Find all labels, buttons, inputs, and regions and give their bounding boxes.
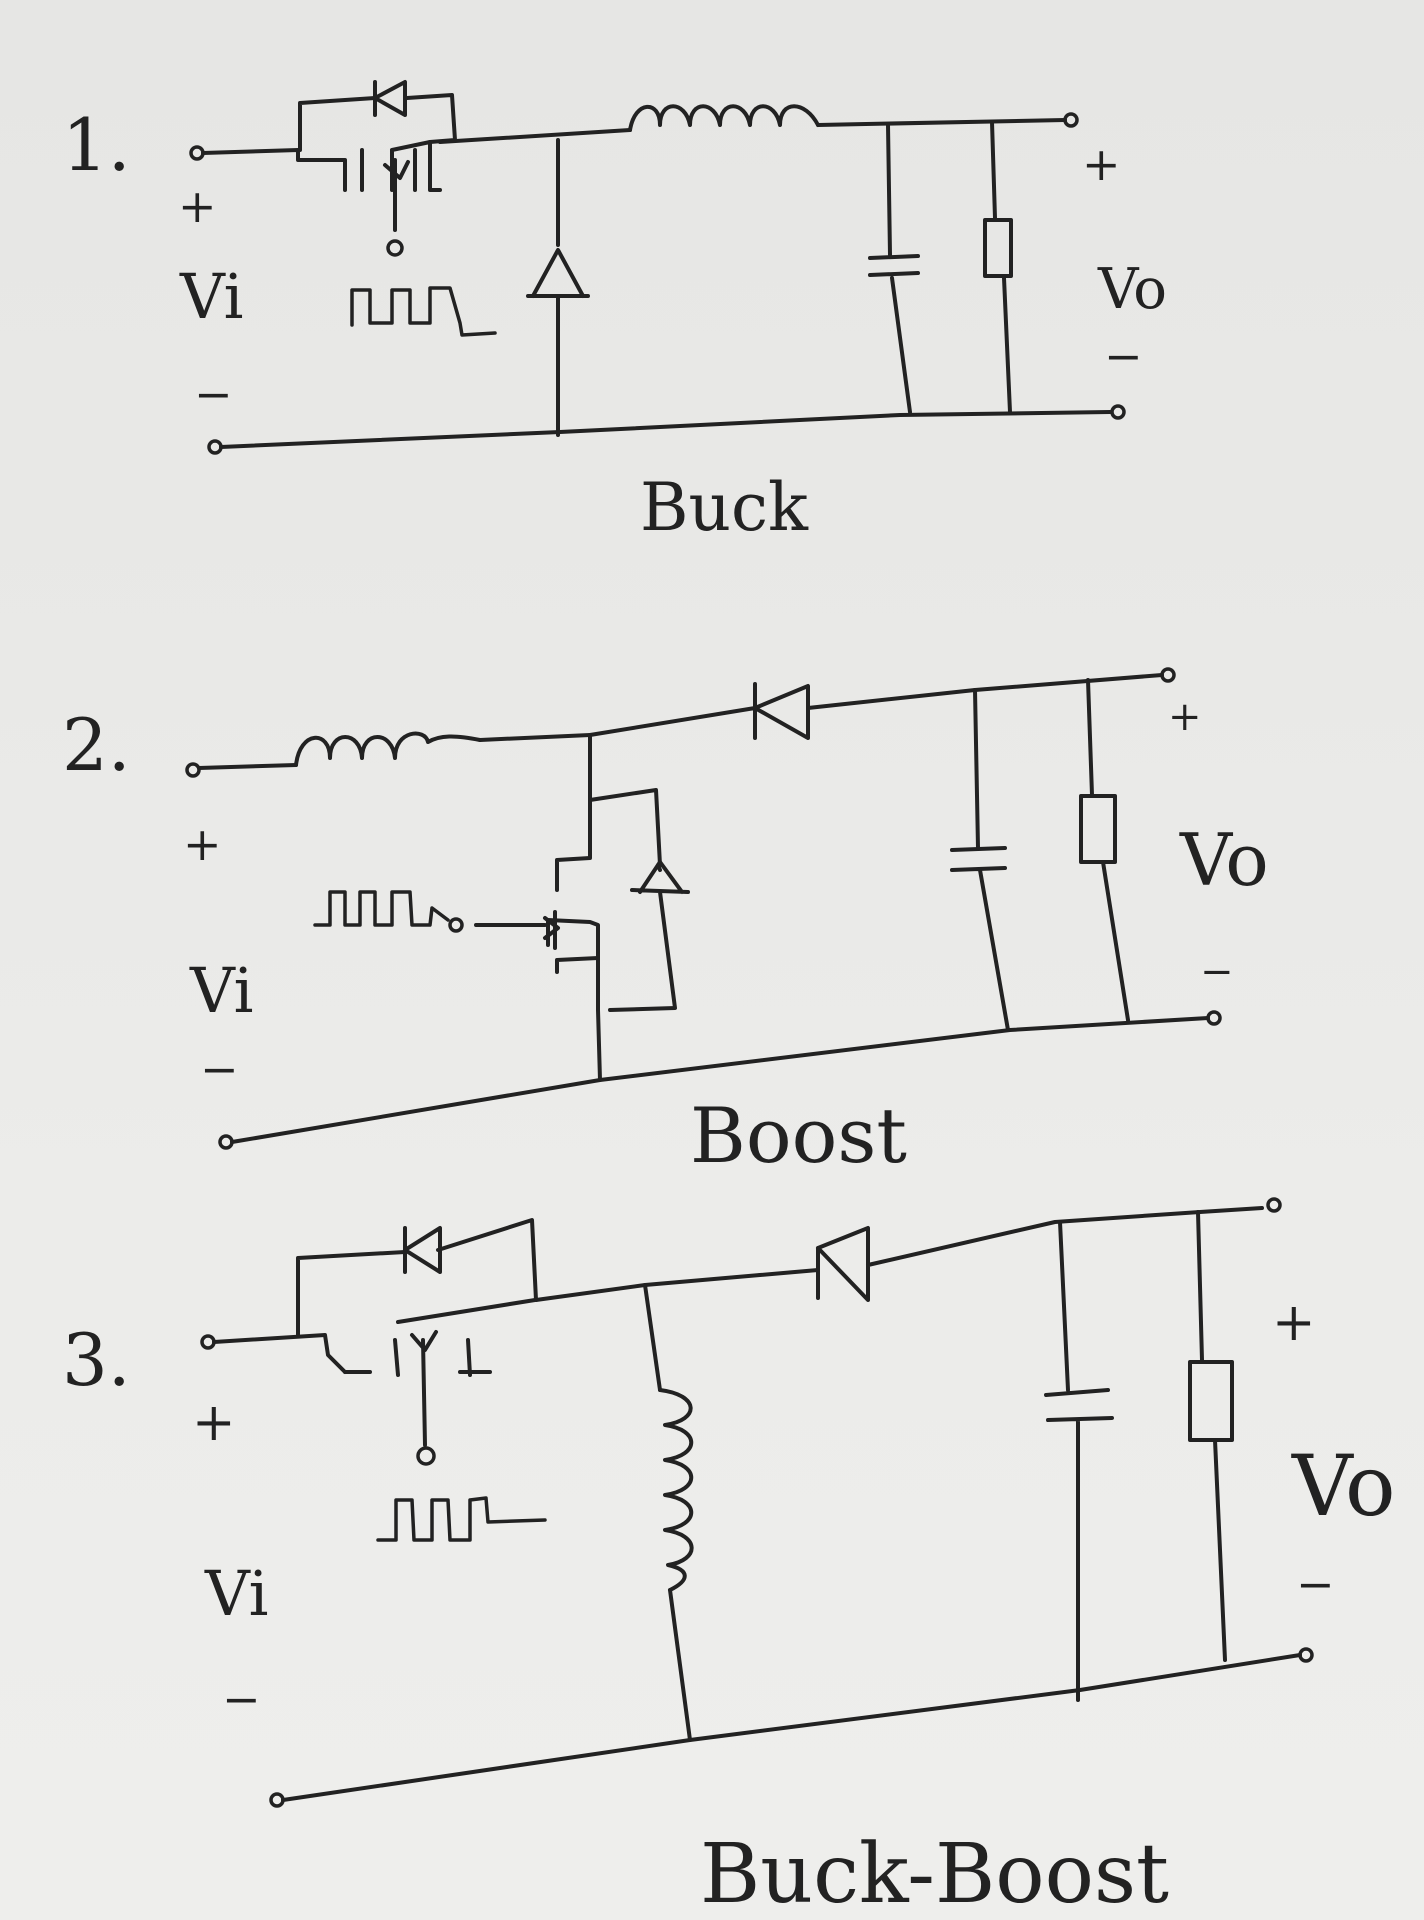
wire xyxy=(478,733,592,742)
input-plus-label: + xyxy=(183,817,222,871)
input-plus-label: + xyxy=(178,179,217,233)
output-capacitor-icon xyxy=(868,123,920,414)
wire xyxy=(973,673,1164,692)
output-capacitor-icon xyxy=(950,688,1010,1032)
circuit-number: 1. xyxy=(62,103,131,187)
output-terminal-negative xyxy=(1298,1647,1314,1663)
wire xyxy=(281,1653,1302,1802)
series-diode-icon xyxy=(816,1206,1264,1302)
circuit-number: 2. xyxy=(62,703,131,787)
mosfet-switch-icon xyxy=(360,140,442,192)
output-terminal-positive xyxy=(1266,1197,1282,1213)
output-capacitor-icon xyxy=(1044,1220,1114,1702)
mosfet-switch-icon xyxy=(343,1298,537,1377)
pwm-signal-icon xyxy=(376,1496,547,1542)
wire xyxy=(219,410,1112,449)
output-minus-label: − xyxy=(1104,329,1143,383)
mosfet-channel-icon xyxy=(546,918,600,960)
wire xyxy=(643,1283,662,1392)
input-minus-label: − xyxy=(222,1672,261,1726)
input-terminal-positive xyxy=(185,762,201,778)
buck-circuit: 1. + Vi − + Vo − Buck xyxy=(62,80,1167,546)
input-minus-label: − xyxy=(200,1042,239,1096)
wire xyxy=(197,763,298,770)
gate-terminal xyxy=(386,239,404,257)
input-plus-label: + xyxy=(192,1393,236,1453)
input-voltage-label: Vi xyxy=(204,1557,269,1630)
circuit-number: 3. xyxy=(62,1318,131,1402)
load-resistor-icon xyxy=(1079,794,1117,864)
circuit-title: Boost xyxy=(690,1091,907,1180)
output-voltage-label: Vo xyxy=(1097,257,1167,322)
wire xyxy=(668,1588,692,1742)
wire xyxy=(990,120,1012,414)
wire xyxy=(1086,678,1130,1022)
mosfet-gate-arrow-icon xyxy=(410,1330,438,1447)
output-terminal-negative xyxy=(1110,404,1126,420)
freewheel-diode-icon xyxy=(526,138,590,437)
load-resistor-icon xyxy=(1188,1360,1234,1442)
inductor-icon xyxy=(628,104,820,132)
output-voltage-label: Vo xyxy=(1291,1437,1396,1535)
series-diode-icon xyxy=(588,682,977,740)
mosfet-switch-icon xyxy=(553,798,602,1082)
wire xyxy=(230,1016,1210,1144)
output-voltage-label: Vo xyxy=(1179,818,1269,902)
inductor-icon xyxy=(294,731,482,767)
input-voltage-label: Vi xyxy=(189,954,254,1027)
pwm-signal-icon xyxy=(313,890,450,927)
gate-terminal xyxy=(448,917,464,933)
body-diode-icon xyxy=(608,860,690,1012)
circuit-title: Buck xyxy=(640,469,809,546)
gate-terminal xyxy=(416,1446,436,1466)
wire xyxy=(816,118,1067,127)
circuit-title: Buck-Boost xyxy=(700,1827,1169,1920)
output-terminal-positive xyxy=(1063,112,1079,128)
wire xyxy=(212,1218,538,1374)
load-resistor-icon xyxy=(983,218,1013,278)
wire xyxy=(1196,1210,1227,1662)
mosfet-gate-arrow-icon xyxy=(474,916,560,940)
body-diode-icon xyxy=(373,80,407,117)
output-terminal-negative xyxy=(1206,1010,1222,1026)
pwm-signal-icon xyxy=(350,286,497,337)
inductor-icon xyxy=(658,1388,694,1592)
output-plus-label: + xyxy=(1272,1293,1316,1353)
wire xyxy=(758,1268,820,1277)
wire xyxy=(588,735,662,867)
mosfet-gate-arrow-icon xyxy=(383,158,410,232)
body-diode-icon xyxy=(403,1226,442,1274)
wire xyxy=(201,148,347,192)
input-minus-label: − xyxy=(194,367,233,421)
boost-circuit: 2. + Vi − + Vo − Boost xyxy=(62,667,1269,1180)
wire xyxy=(438,128,632,144)
output-minus-label: − xyxy=(1296,1557,1335,1611)
input-voltage-label: Vi xyxy=(179,260,244,333)
output-plus-label: + xyxy=(1168,694,1202,740)
buck-boost-circuit: 3. + Vi − + Vo − Buck-Boost xyxy=(62,1197,1396,1920)
output-minus-label: − xyxy=(1200,949,1234,995)
output-terminal-positive xyxy=(1160,667,1176,683)
output-plus-label: + xyxy=(1082,137,1121,191)
